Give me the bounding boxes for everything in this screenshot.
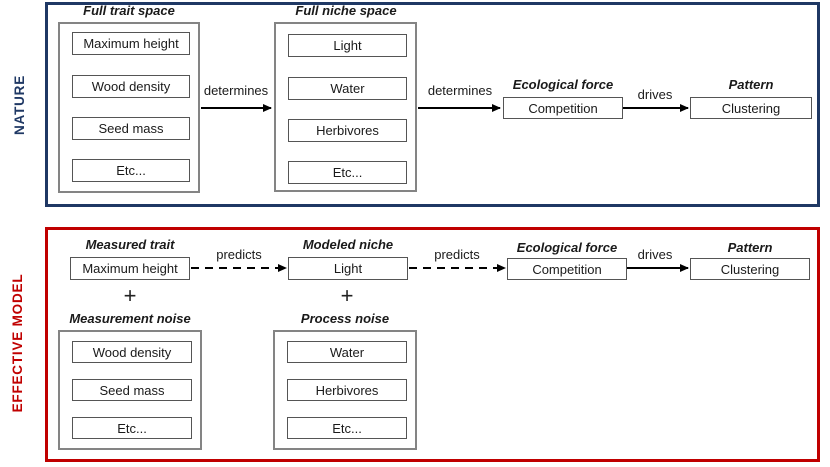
- niche-item-herbivores: Herbivores: [288, 119, 407, 142]
- clustering-box-top: Clustering: [690, 97, 812, 119]
- modeled-niche-title: Modeled niche: [302, 237, 394, 252]
- nature-panel-frame: [45, 2, 820, 207]
- measurement-noise-item-etc: Etc...: [72, 417, 192, 439]
- measured-trait-box: Maximum height: [70, 257, 190, 280]
- effective-model-panel-label: EFFECTIVE MODEL: [10, 273, 25, 413]
- process-noise-title: Process noise: [300, 311, 390, 326]
- niche-item-etc: Etc...: [288, 161, 407, 184]
- effective-model-panel-frame: [45, 227, 820, 462]
- process-noise-item-herbivores: Herbivores: [287, 379, 407, 401]
- measured-trait-title: Measured trait: [85, 237, 175, 252]
- competition-box-bottom: Competition: [507, 258, 627, 280]
- predicts-label-2: predicts: [434, 247, 480, 262]
- pattern-title-top: Pattern: [728, 77, 774, 92]
- trait-item-seed-mass: Seed mass: [72, 117, 190, 140]
- process-noise-item-etc: Etc...: [287, 417, 407, 439]
- plus-sign-process: +: [340, 283, 354, 308]
- process-noise-item-water: Water: [287, 341, 407, 363]
- drives-label-bottom: drives: [637, 247, 673, 262]
- modeled-niche-box: Light: [288, 257, 408, 280]
- trait-item-maximum-height: Maximum height: [72, 32, 190, 55]
- measurement-noise-item-seed-mass: Seed mass: [72, 379, 192, 401]
- niche-item-light: Light: [288, 34, 407, 57]
- nature-panel-label: NATURE: [12, 74, 27, 136]
- ecological-force-title-top: Ecological force: [512, 77, 614, 92]
- ecological-force-title-bottom: Ecological force: [516, 240, 618, 255]
- plus-sign-measurement: +: [123, 283, 137, 308]
- determines-label-1: determines: [203, 83, 269, 98]
- drives-label-top: drives: [637, 87, 673, 102]
- measurement-noise-item-wood-density: Wood density: [72, 341, 192, 363]
- full-niche-space-title: Full niche space: [295, 3, 397, 18]
- pattern-title-bottom: Pattern: [727, 240, 773, 255]
- determines-label-2: determines: [427, 83, 493, 98]
- clustering-box-bottom: Clustering: [690, 258, 810, 280]
- predicts-label-1: predicts: [216, 247, 262, 262]
- trait-item-wood-density: Wood density: [72, 75, 190, 98]
- niche-item-water: Water: [288, 77, 407, 100]
- competition-box-top: Competition: [503, 97, 623, 119]
- full-trait-space-title: Full trait space: [83, 3, 175, 18]
- trait-item-etc: Etc...: [72, 159, 190, 182]
- measurement-noise-title: Measurement noise: [69, 311, 191, 326]
